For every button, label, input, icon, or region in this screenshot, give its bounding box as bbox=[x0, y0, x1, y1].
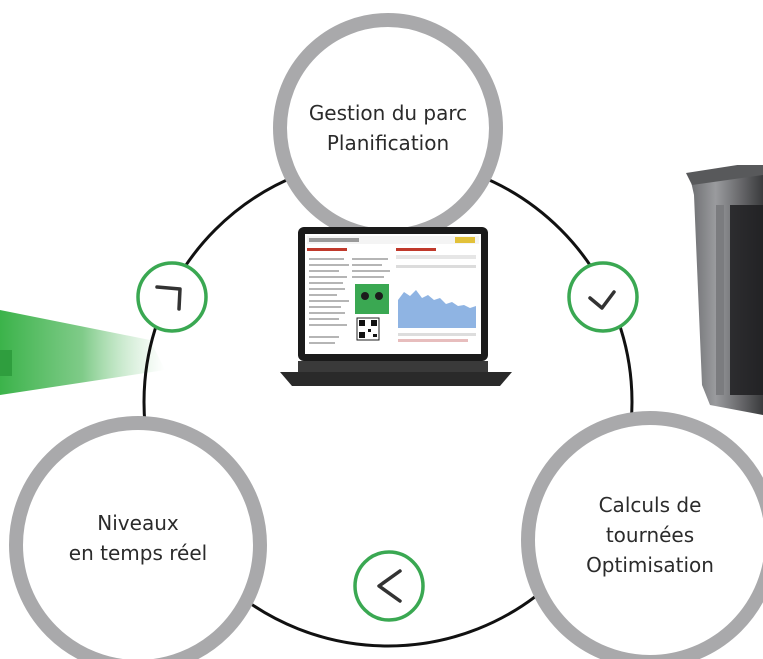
chevron-down-icon bbox=[567, 261, 639, 333]
node-left-line-1: Niveaux bbox=[97, 511, 179, 535]
node-right-label: Calculs de tournées Optimisation bbox=[560, 490, 740, 580]
chevron-up-icon bbox=[136, 261, 208, 333]
node-top-label: Gestion du parc Planification bbox=[298, 98, 478, 158]
node-top-line-1: Gestion du parc bbox=[308, 101, 468, 125]
node-right-line-1: Calculs de bbox=[598, 493, 702, 517]
chevron-left-icon bbox=[353, 550, 425, 622]
sensor-device-icon bbox=[355, 284, 389, 314]
node-right-line-2: tournées bbox=[605, 523, 695, 547]
node-right-ring bbox=[521, 411, 763, 659]
metal-container-image bbox=[680, 161, 763, 415]
node-left-ring bbox=[9, 416, 267, 659]
node-left-label: Niveaux en temps réel bbox=[48, 508, 228, 568]
node-right-line-3: Optimisation bbox=[586, 553, 714, 577]
laptop-image bbox=[280, 227, 512, 386]
green-bin-image bbox=[0, 300, 170, 400]
node-top-line-2: Planification bbox=[326, 131, 450, 155]
node-left-line-2: en temps réel bbox=[68, 541, 208, 565]
